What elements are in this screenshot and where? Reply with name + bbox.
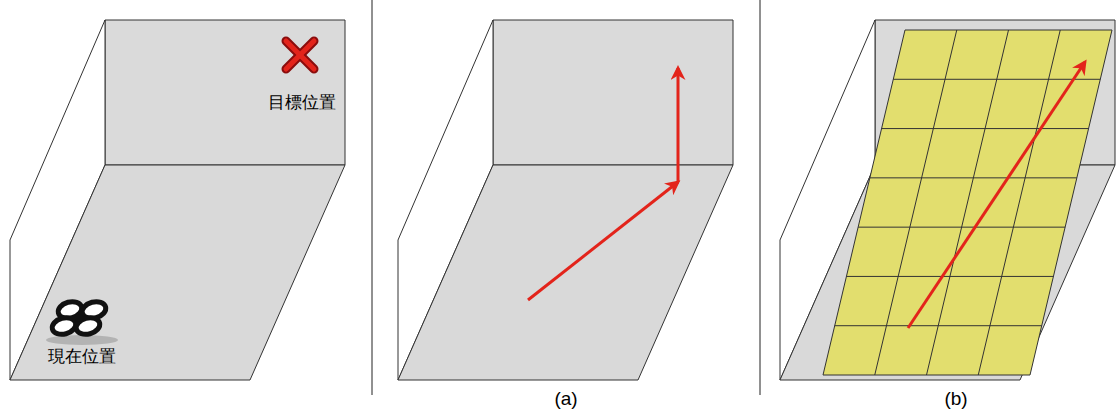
position-label: 目標位置 (268, 91, 336, 114)
target-mark (286, 41, 314, 69)
room-face (105, 20, 345, 165)
grid-plane (823, 30, 1112, 375)
flight-path-arrow (677, 68, 680, 182)
drone-icon (46, 299, 118, 345)
panel-caption: (b) (944, 388, 967, 410)
panel-caption: (a) (554, 388, 577, 410)
flight-path-arrow (908, 62, 1085, 328)
room (780, 20, 1116, 380)
divider-line (372, 0, 373, 395)
room (10, 20, 345, 380)
position-label: 現在位置 (48, 345, 116, 368)
room-face (398, 165, 733, 380)
divider-line (760, 0, 761, 395)
flight-path-arrow (528, 182, 678, 300)
room-face (493, 20, 733, 165)
room-face (10, 165, 345, 380)
